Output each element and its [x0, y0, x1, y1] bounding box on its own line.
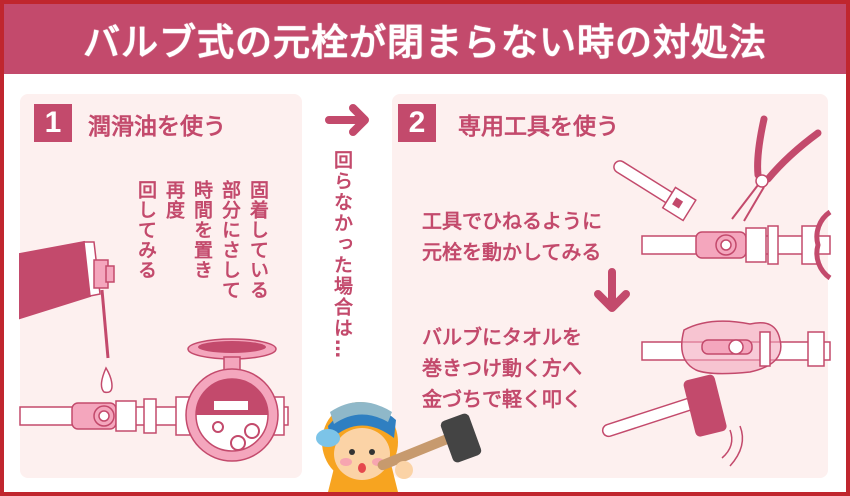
step1-line-3: 時間を置き	[191, 180, 213, 280]
step2-instruction-b: バルブにタオルを 巻きつけ動く方へ 金づちで軽く叩く	[422, 325, 582, 411]
pliers-icon	[731, 115, 822, 222]
transition-text: 回らなかった場合は…	[331, 150, 353, 360]
step1-title: 潤滑油を使う	[88, 114, 226, 140]
step1-number-badge: 1	[34, 104, 72, 142]
water-meter-icon	[19, 338, 289, 462]
down-arrow-icon	[594, 268, 630, 312]
step2-number-badge: 2	[398, 104, 436, 142]
step1-line-5: 回してみる	[135, 180, 157, 280]
valve-pipe-icon	[641, 209, 832, 281]
wrench-icon	[613, 160, 697, 222]
right-arrow-icon	[325, 104, 369, 136]
step2-instruction-a: 工具でひねるように 元栓を動かしてみる	[422, 209, 602, 264]
step2-title: 専用工具を使う	[458, 114, 619, 140]
towel-valve-hammer-icon	[601, 320, 831, 467]
step1-line-2: 部分にさして	[219, 180, 241, 300]
step1-line-1: 固着している	[247, 180, 269, 300]
header-banner: バルブ式の元栓が閉まらない時の対処法	[4, 4, 846, 74]
page-title: バルブ式の元栓が閉まらない時の対処法	[83, 21, 767, 64]
step1-line-4: 再度	[163, 180, 185, 220]
oil-can-icon	[19, 240, 115, 394]
character-with-hammer-icon	[316, 402, 482, 492]
